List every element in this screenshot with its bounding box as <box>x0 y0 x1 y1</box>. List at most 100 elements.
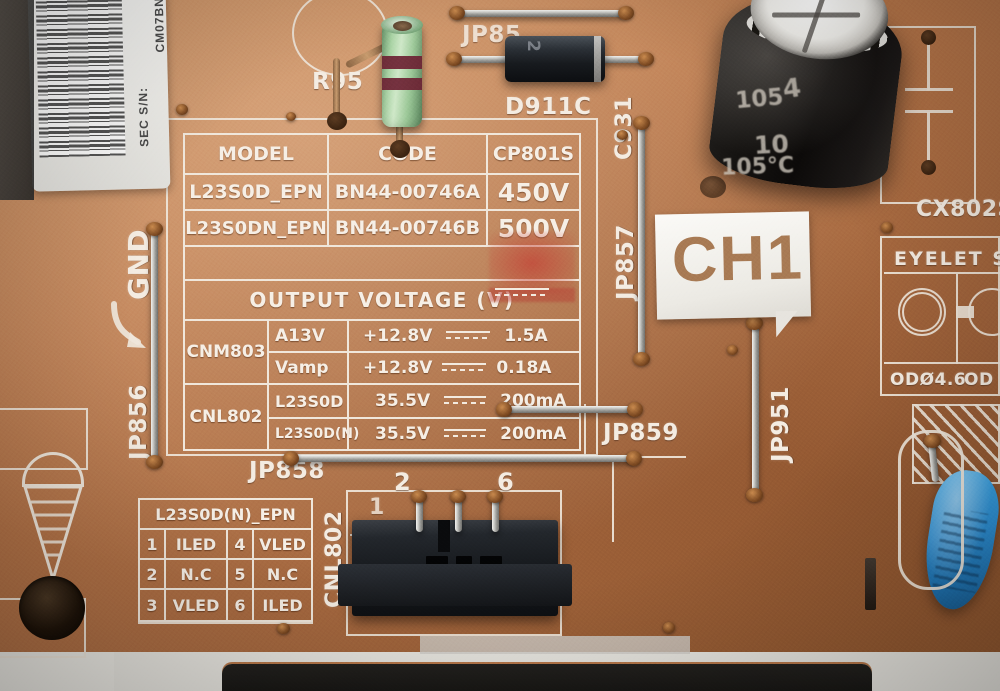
ice-cream-cone-icon <box>22 452 84 582</box>
gnd-arrow-icon <box>111 301 146 348</box>
output-connector-cnm803: CNM803 <box>183 319 269 385</box>
eyelet-cell-1: ODØ4.6 <box>890 370 967 390</box>
spec-row-code-2: BN44-00746B <box>327 209 488 247</box>
output-rail-4: L23S0D(N) <box>267 417 359 451</box>
jp856-pad-top <box>146 222 163 236</box>
cap-mark-4: 105°C <box>720 153 795 181</box>
bottom-component <box>222 664 872 691</box>
connector-pad-a <box>411 490 427 503</box>
pinout-table: L23S0D(N)_EPN 1 ILED 4 VLED 2 N.C 5 N.C … <box>138 498 313 623</box>
jp856-pad-bottom <box>146 455 163 469</box>
connector-cnl802 <box>338 520 572 623</box>
eyelet-cell-2: OD <box>964 370 994 390</box>
jp951-pad-top <box>746 316 763 330</box>
spec-header-cp801s: CP801S <box>486 133 581 175</box>
jp857-label: JP857 <box>613 224 639 300</box>
eyelet-title: EYELET SI <box>894 248 1000 270</box>
cx802s-pad-bottom <box>921 160 936 175</box>
cap-mark-2: 105 <box>734 84 785 115</box>
barcode-serial-text: CM07BN <box>151 0 168 53</box>
pin-num-4: 4 <box>226 528 254 560</box>
spec-row-code-1: BN44-00746A <box>327 173 488 211</box>
serial-number-label: SEC S/N: CM07BN <box>27 0 171 192</box>
pin-name-4: VLED <box>252 528 313 560</box>
connector-pin-1-mark: 1 <box>369 495 385 520</box>
connector-pin-2-mark: 2 <box>394 468 412 496</box>
output-voltage-3: 35.5V <box>375 391 431 411</box>
jp859-pad-right <box>627 402 643 417</box>
trace-outline-right <box>612 456 614 542</box>
bottom-metal-edge <box>420 636 690 654</box>
output-voltage-1: +12.8V <box>363 326 433 346</box>
jumper-jp951-wire <box>752 322 759 494</box>
spec-row-model-2: L23S0DN_EPN <box>183 209 329 247</box>
jp859-label: JP859 <box>603 420 679 446</box>
r95-pad-2 <box>390 140 410 158</box>
c931-label: C931 <box>612 95 637 160</box>
red-ink-smudge <box>489 232 575 294</box>
smd-component-strip <box>865 558 876 610</box>
d911c-pad-right <box>638 52 654 66</box>
pin-name-1: ILED <box>164 528 228 560</box>
output-rail-3: L23S0D <box>267 383 349 419</box>
pin-name-2: N.C <box>164 558 228 590</box>
d911c-pad-left <box>446 52 462 66</box>
pin-name-5: N.C <box>252 558 313 590</box>
output-value-3: 35.5V 200mA <box>347 383 581 419</box>
pin-name-3: VLED <box>164 588 228 622</box>
blue-comp-footprint <box>898 430 964 590</box>
output-current-2: 0.18A <box>496 358 552 378</box>
jumper-jp859-wire <box>502 406 636 413</box>
mounting-hole <box>19 576 85 640</box>
jp852-pad-right <box>618 6 634 20</box>
output-rail-2: Vamp <box>267 351 349 385</box>
output-value-2: +12.8V 0.18A <box>347 351 581 385</box>
spec-row-model-1: L23S0D_EPN <box>183 173 329 211</box>
jp852-pad-left <box>449 6 465 20</box>
d911c-label: D911C <box>505 94 592 120</box>
ch1-sticker-corner <box>775 310 799 338</box>
eyelet-divider <box>956 274 958 364</box>
output-voltage-4: 35.5V <box>375 424 431 444</box>
dc-symbol-4 <box>444 429 487 439</box>
resistor-r95 <box>381 16 423 127</box>
resistor-lead-left-vert <box>333 58 340 120</box>
jp859-pad-left <box>496 402 512 417</box>
via-4 <box>663 622 675 633</box>
left-dark-edge <box>0 0 34 200</box>
cap-mark-1: 4 <box>781 73 803 106</box>
pin-num-6: 6 <box>226 588 254 622</box>
output-current-4: 200mA <box>500 424 567 444</box>
pinout-title: L23S0D(N)_EPN <box>138 498 313 530</box>
pin-num-3: 3 <box>138 588 166 622</box>
output-connector-cnl802: CNL802 <box>183 383 269 451</box>
electrolytic-capacitor-c931: 4 105 10 105°C <box>705 0 910 200</box>
dc-symbol-header <box>495 288 549 298</box>
dc-symbol-1 <box>446 331 491 341</box>
dc-symbol-3 <box>444 396 487 406</box>
pin-num-2: 2 <box>138 558 166 590</box>
jp951-label: JP951 <box>768 386 794 462</box>
ch1-sticker-label: CH1 <box>671 222 805 296</box>
jumper-jp858-wire <box>290 455 635 462</box>
via-2 <box>286 112 296 121</box>
spec-header-model: MODEL <box>183 133 329 175</box>
jp951-pad-bottom <box>746 488 763 502</box>
barcode-sn-text: SEC S/N: <box>135 86 152 148</box>
jumper-jp857-wire <box>638 122 645 358</box>
jumper-jp852-wire <box>455 10 625 17</box>
eyelet-tab <box>956 306 974 318</box>
jp857-pad-bottom <box>633 352 650 366</box>
pin-name-6: ILED <box>252 588 313 622</box>
output-rail-1: A13V <box>267 319 349 353</box>
ch1-sticker: CH1 <box>654 211 812 320</box>
cx802s-pad-top <box>921 30 936 45</box>
eyelet-bottom-rule <box>884 362 1000 364</box>
jp856-label: JP856 <box>126 384 152 460</box>
jp857-pad-top <box>633 116 650 130</box>
jp858-pad-right <box>626 451 642 466</box>
cx802s-label: CX802S <box>916 197 1000 222</box>
via-5 <box>617 130 628 140</box>
jumper-jp856-wire <box>151 229 158 461</box>
